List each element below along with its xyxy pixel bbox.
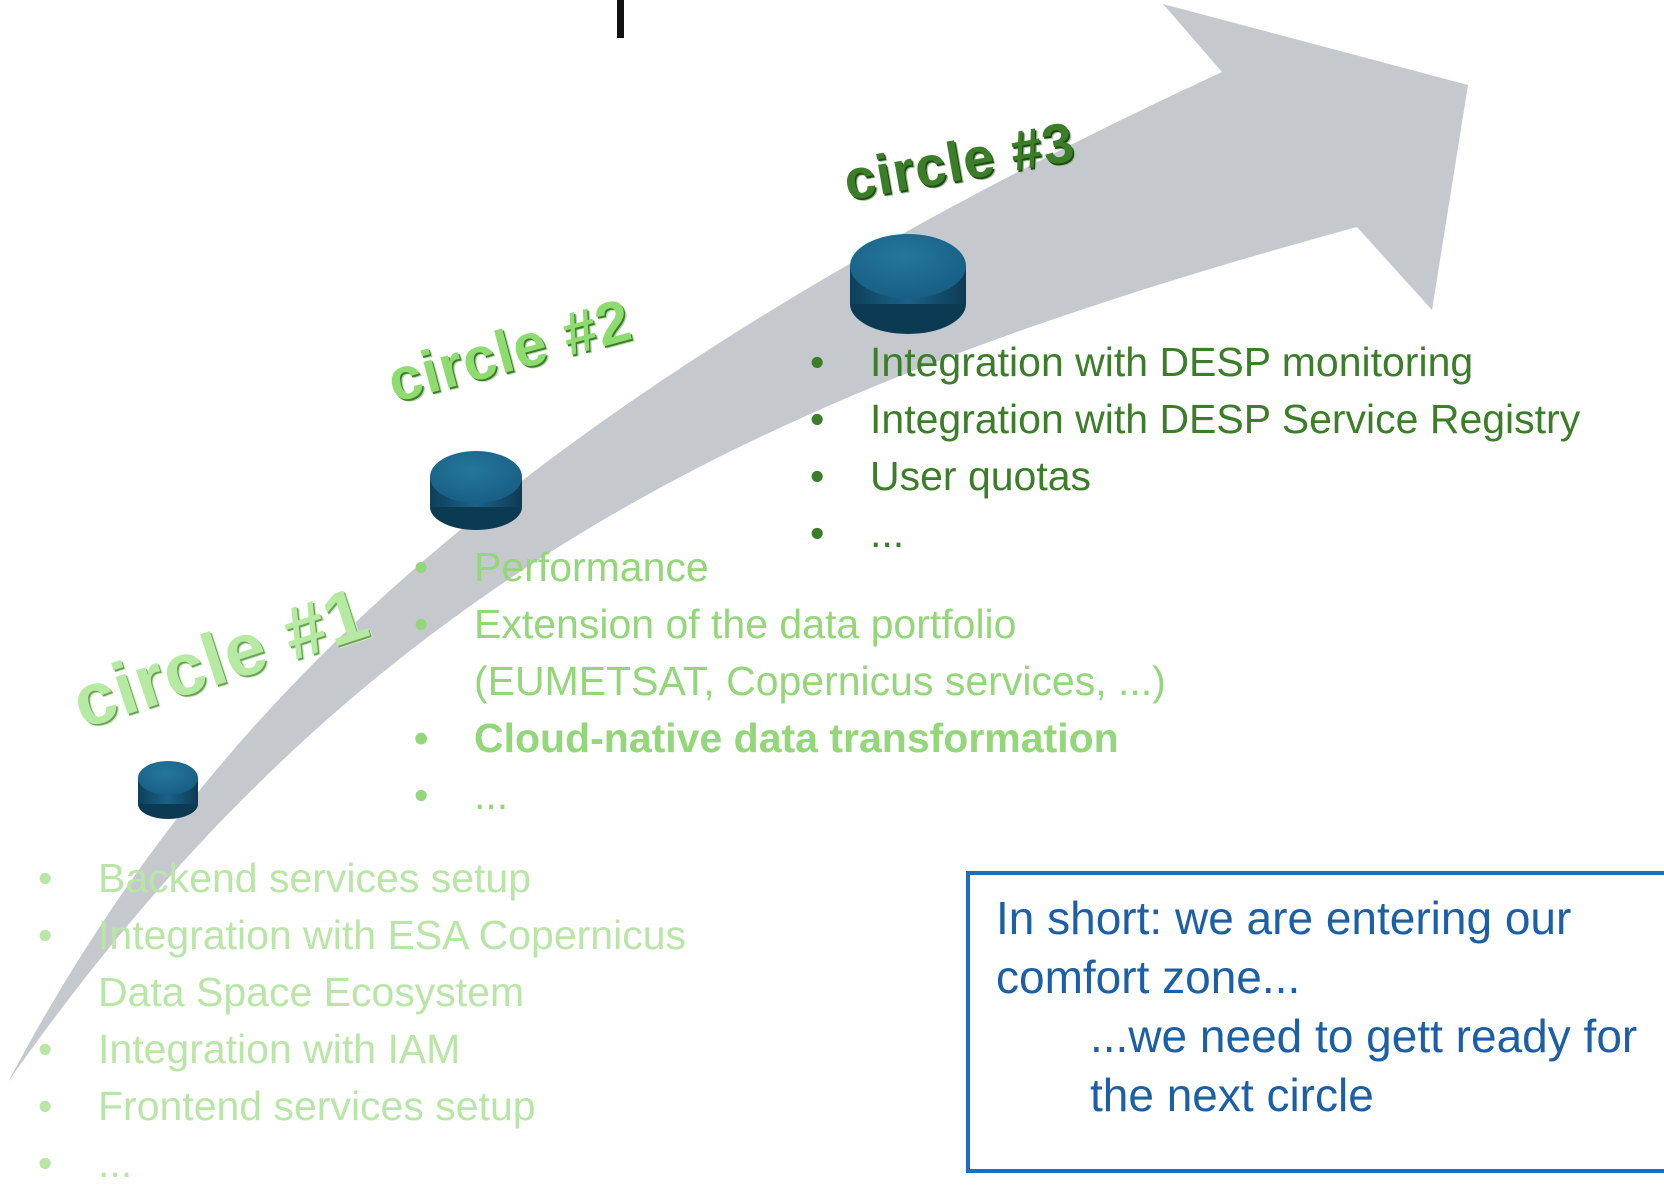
- circle-3-item-list: •Integration with DESP monitoring •Integ…: [810, 334, 1580, 562]
- list-item: •...: [38, 1135, 686, 1192]
- circle-1-item-list: •Backend services setup •Integration wit…: [38, 850, 686, 1192]
- summary-line: In short: we are entering our: [996, 892, 1572, 944]
- list-item: •Frontend services setup: [38, 1078, 686, 1135]
- list-item: •Cloud-native data transformation: [414, 710, 1166, 767]
- bullet-icon: •: [38, 1140, 53, 1186]
- bullet-icon: •: [414, 772, 429, 818]
- title-fragment: [617, 0, 624, 38]
- list-item-continuation: (EUMETSAT, Copernicus services, ...): [474, 658, 1166, 704]
- summary-line: ...we need to gett ready for: [1090, 1010, 1638, 1062]
- list-item: •Extension of the data portfolio: [414, 596, 1166, 653]
- list-item: •Integration with DESP Service Registry: [810, 391, 1580, 448]
- growth-arrow-body: [8, 4, 1468, 1082]
- bullet-icon: •: [810, 396, 825, 442]
- bullet-icon: •: [38, 1083, 53, 1129]
- bullet-icon: •: [414, 715, 429, 761]
- list-item: •Integration with ESA Copernicus: [38, 907, 686, 964]
- disc-marker-circle-2: [430, 451, 522, 530]
- disc-marker-circle-3: [850, 234, 966, 334]
- bullet-icon: •: [414, 601, 429, 647]
- circle-2-item-list: •Performance •Extension of the data port…: [414, 539, 1166, 824]
- list-item: •User quotas: [810, 448, 1580, 505]
- list-item-continuation: Data Space Ecosystem: [98, 969, 525, 1015]
- list-item: •Integration with IAM: [38, 1021, 686, 1078]
- list-item: •...: [414, 767, 1166, 824]
- bullet-icon: •: [414, 544, 429, 590]
- bullet-icon: •: [810, 453, 825, 499]
- bullet-icon: •: [38, 1026, 53, 1072]
- bullet-icon: •: [810, 510, 825, 556]
- bullet-icon: •: [38, 855, 53, 901]
- bullet-icon: •: [810, 339, 825, 385]
- list-item: •Performance: [414, 539, 1166, 596]
- list-item: •Integration with DESP monitoring: [810, 334, 1580, 391]
- summary-line: comfort zone...: [996, 951, 1301, 1003]
- bullet-icon: •: [38, 912, 53, 958]
- disc-marker-circle-1: [138, 761, 198, 819]
- list-item: •...: [810, 505, 1580, 562]
- list-item: •Backend services setup: [38, 850, 686, 907]
- summary-callout-box: In short: we are entering our comfort zo…: [966, 871, 1664, 1173]
- summary-line: the next circle: [1090, 1069, 1374, 1121]
